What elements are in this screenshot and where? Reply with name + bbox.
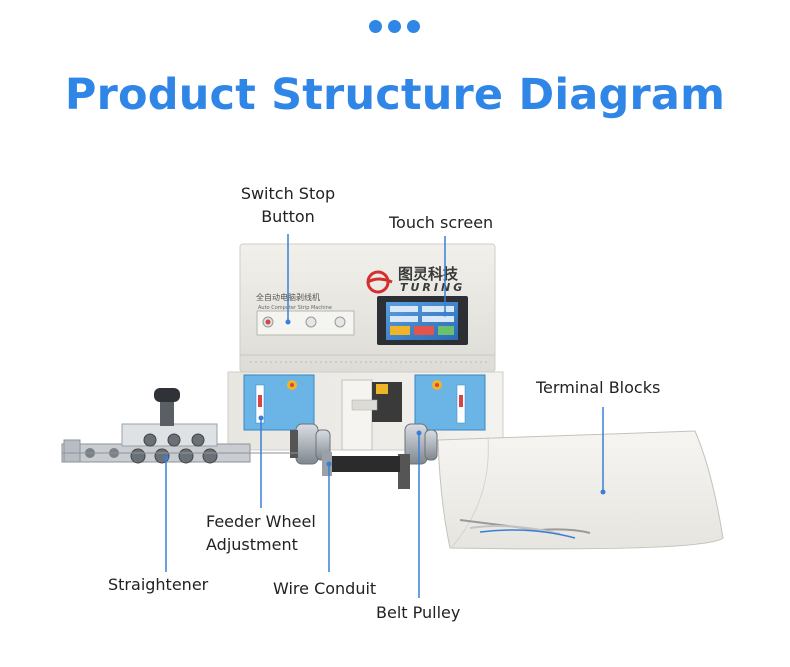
- pointer-dot-straightener: [163, 455, 169, 461]
- label-feeder-wheel-line2: Adjustment: [206, 535, 298, 554]
- touch-screen: [377, 296, 468, 345]
- belt-pulley-right: [398, 423, 438, 489]
- label-touch-screen: Touch screen: [389, 213, 494, 232]
- dot-1: [369, 20, 382, 33]
- pointer-dot-switch-stop: [285, 319, 291, 325]
- label-straightener: Straightener: [108, 575, 209, 594]
- wire-conduit-tube: [330, 456, 400, 472]
- brand-en-text: TURING: [400, 281, 465, 294]
- pointer-dot-terminal-blocks: [600, 489, 606, 495]
- pointer-dot-touch-screen: [442, 311, 448, 317]
- pointer-dot-wire-conduit: [326, 461, 332, 467]
- terminal-tray: [437, 430, 724, 550]
- label-switch-stop: Switch Stop Button: [226, 182, 350, 228]
- belt-pulley-left: [290, 423, 331, 465]
- label-switch-stop-line1: Switch Stop: [240, 184, 336, 203]
- label-switch-stop-line2: Button: [261, 207, 315, 226]
- switch-stop-panel: [256, 310, 355, 336]
- blade-housing: [341, 379, 402, 451]
- page-title: Product Structure Diagram: [64, 70, 726, 120]
- dot-3: [407, 20, 420, 33]
- header-dots: [369, 20, 421, 34]
- pointer-dot-belt-pulley: [416, 430, 422, 436]
- label-feeder-wheel: Feeder Wheel Adjustment: [206, 510, 316, 556]
- feeder-panel-left: [243, 374, 315, 431]
- dot-2: [388, 20, 401, 33]
- brand-cn-text: 图灵科技: [398, 265, 459, 283]
- label-belt-pulley: Belt Pulley: [376, 603, 461, 622]
- label-feeder-wheel-line1: Feeder Wheel: [206, 512, 316, 531]
- pointer-dot-feeder-wheel: [258, 415, 264, 421]
- feeder-panel-right: [414, 374, 486, 431]
- machine-en-text: Auto Computer Strip Machine: [258, 305, 332, 311]
- turing-logo: [366, 270, 393, 294]
- pointer-lines: [163, 234, 606, 598]
- label-terminal-blocks: Terminal Blocks: [536, 378, 661, 397]
- label-wire-conduit: Wire Conduit: [273, 579, 377, 598]
